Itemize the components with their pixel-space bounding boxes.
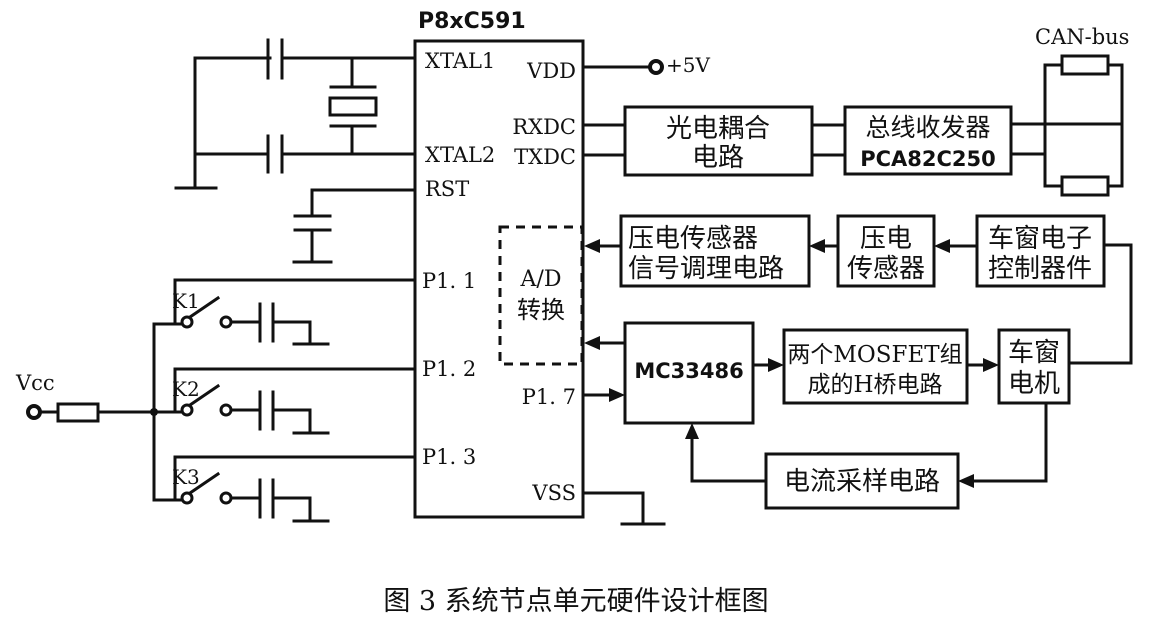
transceiver-block: [843, 105, 1013, 176]
adc-dashed-block: [498, 225, 584, 366]
arrow-icon: [609, 388, 625, 402]
vcc-terminal-icon: [26, 404, 42, 420]
switch-k2-icon: [187, 383, 221, 408]
reset-capacitor-circuit: [292, 188, 417, 264]
can-bus-label: CAN-bus: [1035, 25, 1129, 49]
figure-caption: 图 3 系统节点单元硬件设计框图: [383, 586, 768, 617]
arrow-icon: [809, 239, 825, 253]
piezo-sensor-label-line2: 传感器: [847, 254, 925, 284]
window-motor-block: [997, 328, 1071, 405]
pin-p17-label: P1. 7: [522, 385, 576, 409]
mc33486-block: [623, 321, 755, 425]
window-motor-label-line1: 车窗: [1008, 338, 1060, 368]
transceiver-label-line1: 总线收发器: [865, 113, 990, 142]
crystal-oscillator-circuit: [174, 38, 417, 190]
pin-xtal2-label: XTAL2: [425, 143, 495, 167]
switch-k2-label: K2: [172, 377, 200, 401]
pin-vss-label: VSS: [531, 481, 576, 505]
h-bridge-label-line2: 成的H桥电路: [807, 372, 942, 398]
arrow-icon: [958, 474, 974, 488]
pin-p11-label: P1. 1: [422, 269, 476, 293]
pin-vdd-label: VDD: [526, 59, 576, 83]
termination-resistor-icon: [1060, 54, 1110, 76]
switch-k3-icon: [187, 471, 221, 496]
arrow-icon: [983, 358, 999, 372]
window-motor-label-line2: 电机: [1008, 369, 1060, 399]
h-bridge-label-line1: 两个MOSFET组: [787, 342, 962, 368]
transceiver-label-line2: PCA82C250: [860, 147, 996, 171]
vdd-terminal-icon: [648, 59, 664, 75]
pin-rxdc-label: RXDC: [512, 115, 576, 139]
vcc-label: Vcc: [15, 371, 55, 395]
window-controller-block: [975, 214, 1106, 288]
arrow-icon: [584, 336, 600, 350]
adc-label-line1: A/D: [520, 267, 562, 292]
arrow-icon: [934, 239, 950, 253]
signal-conditioning-block: [619, 214, 811, 288]
keypad-switch-circuit: Vcc K1 K2: [15, 278, 417, 523]
can-bus-network: CAN-bus: [1009, 25, 1129, 197]
optocoupler-label-line2: 电路: [692, 143, 744, 173]
current-sampling-label: 电流采样电路: [784, 467, 940, 497]
adc-label-line2: 转换: [517, 296, 565, 324]
optocoupler-label-line1: 光电耦合: [666, 114, 770, 144]
arrow-icon: [685, 423, 699, 439]
vdd-voltage-label: +5V: [666, 53, 710, 77]
switch-k1-icon: [187, 295, 221, 320]
window-controller-label-line2: 控制器件: [988, 254, 1092, 284]
pin-xtal1-label: XTAL1: [425, 49, 495, 73]
pin-p13-label: P1. 3: [422, 445, 476, 469]
pin-rst-label: RST: [425, 177, 469, 201]
switch-k3-label: K3: [172, 465, 200, 489]
mc33486-label: MC33486: [634, 359, 743, 383]
switch-k1-label: K1: [172, 289, 200, 313]
piezo-sensor-label-line1: 压电: [860, 224, 912, 254]
signal-conditioning-label-line2: 信号调理电路: [628, 254, 784, 284]
crystal-icon: [328, 96, 378, 117]
termination-resistor-icon: [1060, 175, 1110, 197]
arrow-icon: [768, 358, 784, 372]
current-sampling-block: [764, 452, 960, 510]
pin-txdc-label: TXDC: [514, 145, 576, 169]
pin-p12-label: P1. 2: [422, 357, 476, 381]
chip-title: P8xC591: [418, 9, 526, 34]
arrow-icon: [584, 239, 600, 253]
h-bridge-block: [782, 328, 969, 405]
signal-conditioning-label-line1: 压电传感器: [628, 224, 758, 254]
optocoupler-block: [623, 105, 814, 177]
resistor-icon: [56, 402, 100, 423]
piezo-sensor-block: [836, 214, 936, 288]
window-controller-label-line1: 车窗电子: [988, 224, 1092, 254]
